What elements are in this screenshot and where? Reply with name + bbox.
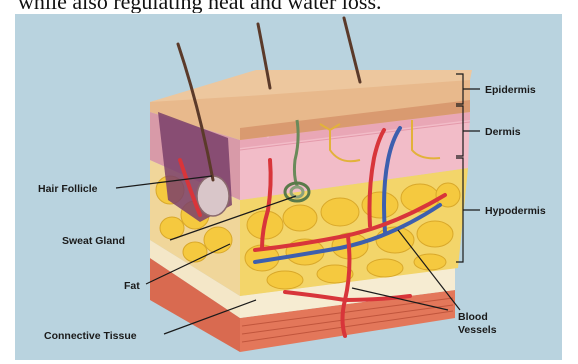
label-blood-vessels-line2: Vessels (458, 324, 497, 336)
label-hypodermis: Hypodermis (485, 205, 546, 217)
skin-block (150, 18, 472, 352)
label-fat: Fat (124, 280, 140, 292)
label-dermis: Dermis (485, 126, 521, 138)
label-sweat-gland: Sweat Gland (62, 235, 125, 247)
label-epidermis: Epidermis (485, 84, 536, 96)
label-blood-vessels-line1: Blood (458, 311, 488, 323)
label-hair-follicle: Hair Follicle (38, 183, 98, 195)
hair-bulb (197, 176, 229, 216)
label-connective-tissue: Connective Tissue (44, 330, 137, 342)
